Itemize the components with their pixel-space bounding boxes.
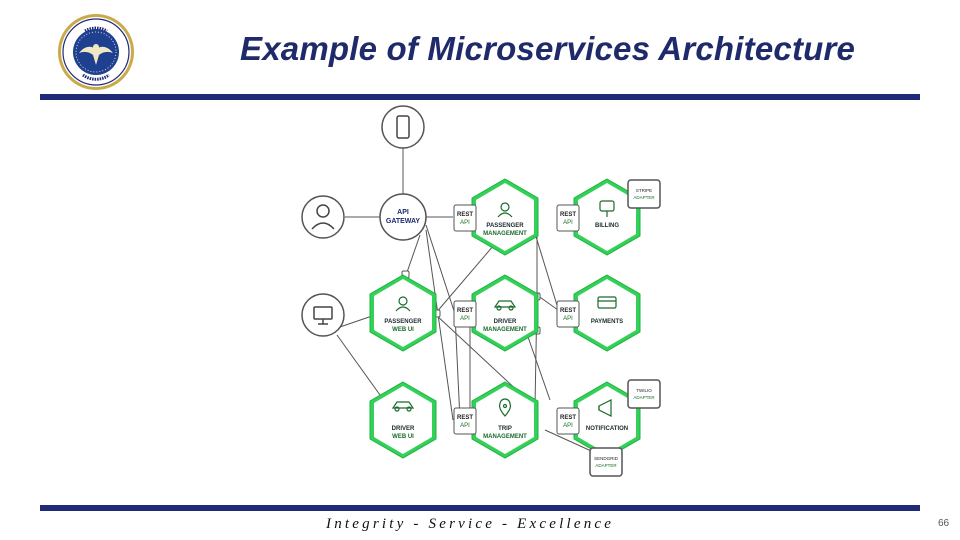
- monitor-icon: [313, 306, 333, 325]
- person-icon: [497, 202, 513, 218]
- svg-text:MANAGEMENT: MANAGEMENT: [483, 231, 527, 237]
- svg-text:DRIVER: DRIVER: [494, 319, 517, 325]
- svg-text:REST: REST: [560, 308, 576, 314]
- user-icon: [311, 204, 335, 230]
- megaphone-icon: [598, 399, 612, 417]
- bottom-divider: [40, 505, 920, 511]
- svg-text:ADAPTER: ADAPTER: [633, 195, 655, 200]
- map-pin-icon: [498, 398, 512, 417]
- svg-text:API: API: [397, 209, 409, 216]
- slide-title: Example of Microservices Architecture: [240, 30, 856, 67]
- user-client: [301, 195, 345, 239]
- department-seal-logo: [58, 14, 134, 90]
- svg-text:ADAPTER: ADAPTER: [595, 463, 617, 468]
- svg-text:WEB UI: WEB UI: [392, 327, 414, 333]
- rest-api-box: REST API: [453, 300, 477, 328]
- mobile-phone-icon: [396, 115, 410, 139]
- mobile-client: [381, 105, 425, 149]
- svg-text:GATEWAY: GATEWAY: [386, 218, 421, 225]
- rest-api-box: REST API: [453, 204, 477, 232]
- svg-text:TRIP: TRIP: [498, 426, 512, 432]
- svg-text:PASSENGER: PASSENGER: [486, 223, 524, 229]
- footer-motto: Integrity - Service - Excellence: [326, 516, 615, 532]
- svg-text:TWILIO: TWILIO: [636, 388, 652, 393]
- svg-text:PAYMENTS: PAYMENTS: [591, 319, 623, 325]
- rest-api-box: REST API: [556, 204, 580, 232]
- svg-text:REST: REST: [457, 308, 473, 314]
- rest-api-box: REST API: [453, 407, 477, 435]
- svg-text:DRIVER: DRIVER: [392, 426, 415, 432]
- svg-text:API: API: [563, 220, 573, 226]
- desktop-client: [301, 293, 345, 337]
- svg-text:SENDGRID: SENDGRID: [594, 456, 619, 461]
- svg-text:API: API: [460, 423, 470, 429]
- svg-text:PASSENGER: PASSENGER: [384, 319, 422, 325]
- svg-text:API: API: [460, 220, 470, 226]
- svg-text:STRIPE: STRIPE: [636, 188, 652, 193]
- passenger-web-ui-service: PASSENGER WEB UI: [369, 274, 437, 352]
- svg-text:API: API: [460, 316, 470, 322]
- stripe-adapter: STRIPE ADAPTER: [627, 179, 661, 209]
- payments-service: PAYMENTS: [573, 274, 641, 352]
- svg-text:ADAPTER: ADAPTER: [633, 395, 655, 400]
- car-icon: [493, 300, 517, 311]
- mailbox-icon: [599, 200, 615, 217]
- svg-text:REST: REST: [560, 415, 576, 421]
- rest-api-box: REST API: [556, 300, 580, 328]
- svg-text:MANAGEMENT: MANAGEMENT: [483, 434, 527, 440]
- svg-text:WEB UI: WEB UI: [392, 434, 414, 440]
- svg-text:API: API: [563, 423, 573, 429]
- sendgrid-adapter: SENDGRID ADAPTER: [589, 447, 623, 477]
- svg-text:REST: REST: [457, 212, 473, 218]
- driver-web-ui-service: DRIVER WEB UI: [369, 381, 437, 459]
- svg-text:BILLING: BILLING: [595, 223, 619, 229]
- svg-text:REST: REST: [457, 415, 473, 421]
- microservices-diagram: API GATEWAY PASSENGER MANAGEMENT REST AP…: [301, 105, 661, 477]
- passenger-management-service: PASSENGER MANAGEMENT: [471, 178, 539, 256]
- car-icon: [391, 401, 415, 412]
- api-gateway: API GATEWAY: [379, 193, 427, 241]
- svg-text:REST: REST: [560, 212, 576, 218]
- svg-text:MANAGEMENT: MANAGEMENT: [483, 327, 527, 333]
- credit-card-icon: [597, 296, 617, 309]
- page-number: 66: [938, 518, 950, 529]
- billing-service: BILLING: [573, 178, 641, 256]
- notification-service: NOTIFICATION: [573, 381, 641, 459]
- svg-text:NOTIFICATION: NOTIFICATION: [586, 426, 628, 432]
- twilio-adapter: TWILIO ADAPTER: [627, 379, 661, 409]
- trip-management-service: TRIP MANAGEMENT: [471, 381, 539, 459]
- person-icon: [395, 296, 411, 312]
- top-divider: [40, 94, 920, 100]
- rest-api-box: REST API: [556, 407, 580, 435]
- driver-management-service: DRIVER MANAGEMENT: [471, 274, 539, 352]
- svg-text:API: API: [563, 316, 573, 322]
